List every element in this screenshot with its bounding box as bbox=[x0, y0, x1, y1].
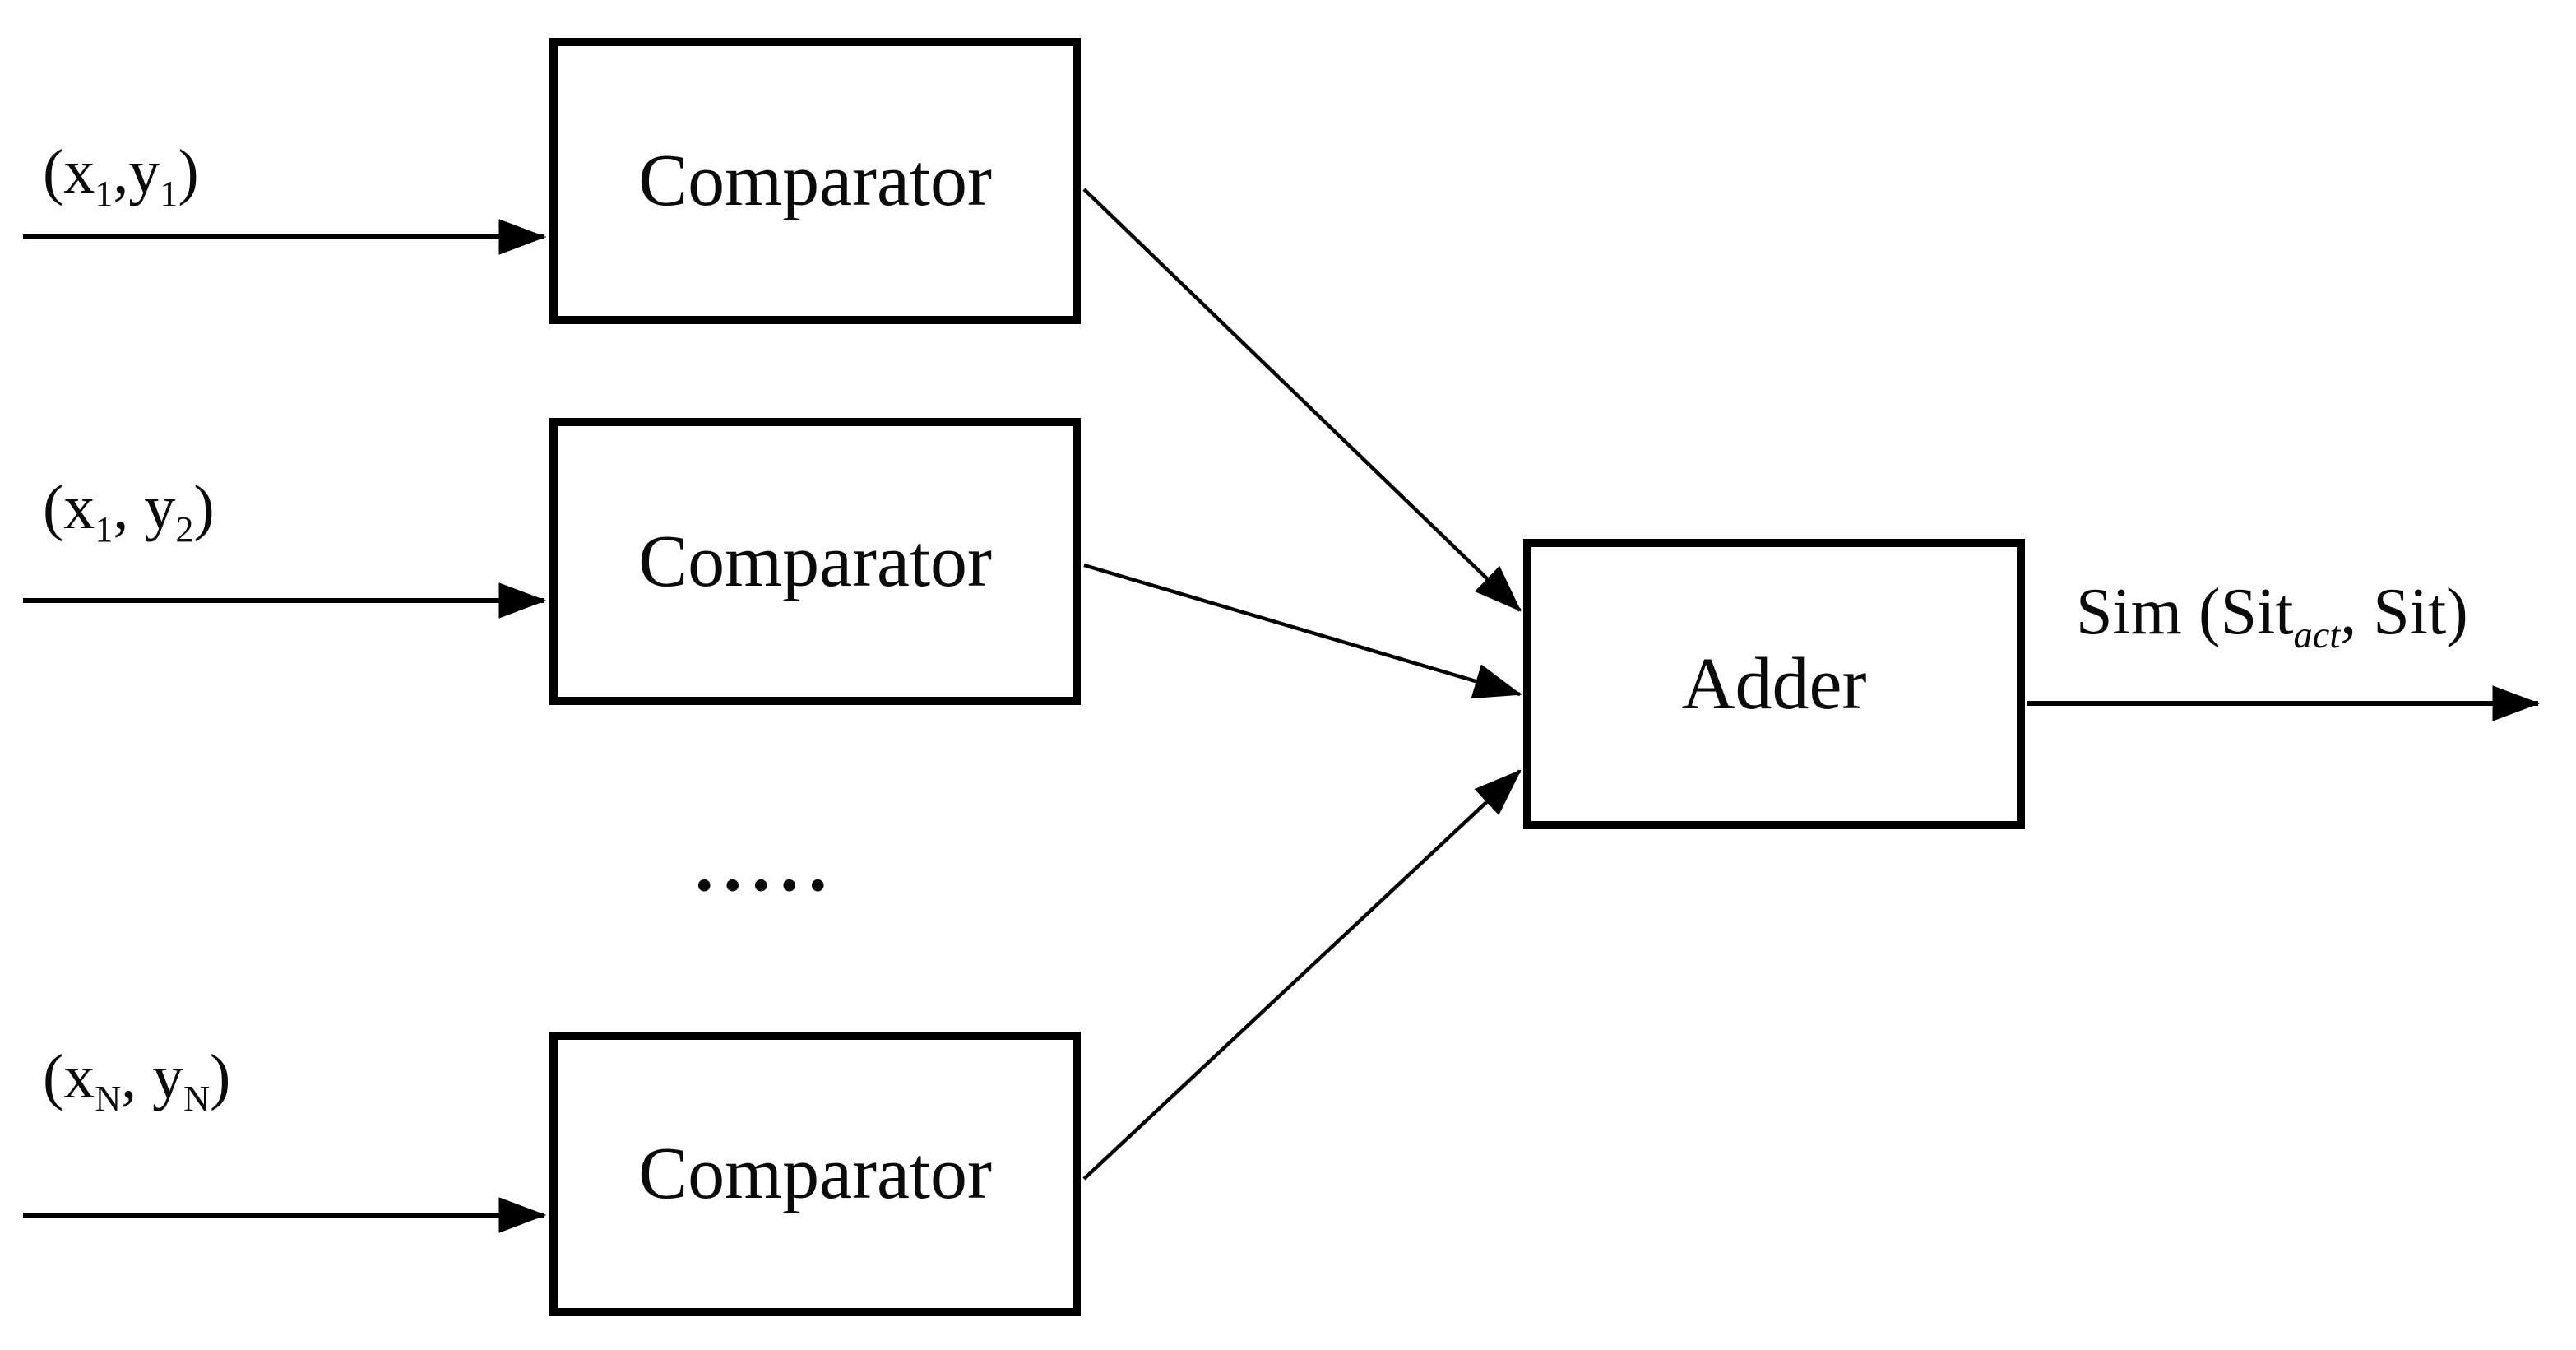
input-label-1-sub2: 1 bbox=[160, 174, 178, 215]
input-label-1-mid: ,y bbox=[113, 137, 160, 206]
input-label-2-post: ) bbox=[193, 473, 215, 542]
comparator-1-label: Comparator bbox=[638, 140, 992, 221]
output-label: Sim (Sitact, Sit) bbox=[2076, 576, 2468, 655]
input-label-3-sub2: N bbox=[183, 1079, 210, 1120]
comparator-1-box: Comparator bbox=[549, 38, 1081, 324]
input-label-2-sub1: 1 bbox=[95, 509, 114, 550]
input-label-1: (x1,y1) bbox=[43, 137, 199, 212]
comparator-1-to-adder-arrow bbox=[1082, 188, 1522, 612]
input-label-2-sub2: 2 bbox=[175, 509, 194, 550]
input-label-3-post: ) bbox=[210, 1042, 231, 1111]
input-label-2: (x1, y2) bbox=[43, 473, 215, 548]
input-label-3-pre: (x bbox=[43, 1042, 95, 1111]
input-label-3-mid: , y bbox=[121, 1042, 184, 1111]
input-label-3-sub1: N bbox=[95, 1079, 122, 1120]
comparator-2-label: Comparator bbox=[638, 520, 992, 602]
output-label-sub: act bbox=[2293, 615, 2341, 656]
output-label-pre: Sim (Sit bbox=[2076, 576, 2294, 648]
comparator-3-label: Comparator bbox=[638, 1133, 992, 1214]
adder-box: Adder bbox=[1523, 539, 2025, 829]
input-label-1-pre: (x bbox=[43, 137, 95, 206]
comparator-3-to-adder-arrow bbox=[1082, 769, 1522, 1181]
ellipsis-dots: ..... bbox=[695, 825, 837, 907]
input-label-1-post: ) bbox=[178, 137, 199, 206]
adder-label: Adder bbox=[1681, 643, 1867, 725]
input-label-2-mid: , y bbox=[113, 473, 176, 542]
comparator-2-to-adder-arrow bbox=[1083, 563, 1522, 699]
input-label-2-pre: (x bbox=[43, 473, 95, 542]
comparator-2-box: Comparator bbox=[549, 418, 1081, 705]
comparator-3-box: Comparator bbox=[549, 1032, 1081, 1316]
input-label-1-sub1: 1 bbox=[95, 174, 114, 215]
output-label-post: , Sit) bbox=[2340, 576, 2468, 648]
input-label-3: (xN, yN) bbox=[43, 1042, 231, 1117]
